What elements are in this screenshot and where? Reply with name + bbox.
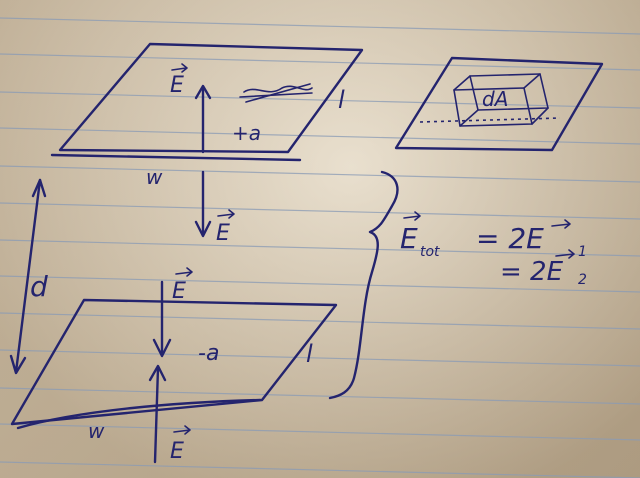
e-down-label: E: [216, 221, 230, 246]
ruled-line: [0, 423, 640, 441]
ruled-line: [0, 53, 640, 71]
minus-a-label: -a: [198, 341, 219, 366]
ruled-line: [0, 349, 640, 367]
e-bottom-upper-label: E: [172, 279, 186, 304]
top-plate: [50, 42, 364, 162]
pillbox-sketch: [394, 56, 604, 152]
l-top-label: l: [338, 86, 345, 114]
equation-line-1: = 2E: [476, 222, 544, 255]
e-tot-sub: tot: [420, 244, 440, 260]
ruled-line: [0, 202, 640, 220]
ruled-line: [0, 461, 640, 478]
l-bottom-label: l: [306, 340, 313, 368]
ruled-line: [0, 17, 640, 35]
e-top-label: E: [170, 73, 184, 98]
separation-arrow: [9, 178, 47, 375]
ruled-line: [0, 312, 640, 330]
w-top-label: w: [146, 165, 163, 189]
ruled-line: [0, 275, 640, 293]
curly-brace: [328, 170, 399, 400]
equation-line-2-sub: 2: [578, 272, 587, 288]
plus-a-label: +a: [232, 121, 261, 145]
equation-line-2: = 2E: [500, 257, 564, 287]
bottom-plate: [10, 280, 338, 464]
ruled-line: [0, 127, 640, 145]
e-bottom-lower-label: E: [170, 439, 184, 464]
w-bottom-label: w: [88, 419, 105, 443]
d-label: d: [30, 270, 48, 303]
ruled-line: [0, 239, 640, 257]
equation-line-1-sub: 1: [578, 244, 587, 260]
middle-field-arrow: [194, 170, 212, 238]
equation-block: E tot = 2E 1 = 2E 2: [400, 211, 587, 288]
e-tot-label: E: [400, 222, 418, 255]
da-label: dA: [482, 87, 508, 111]
ruled-line: [0, 387, 640, 405]
ruled-line: [0, 165, 640, 183]
